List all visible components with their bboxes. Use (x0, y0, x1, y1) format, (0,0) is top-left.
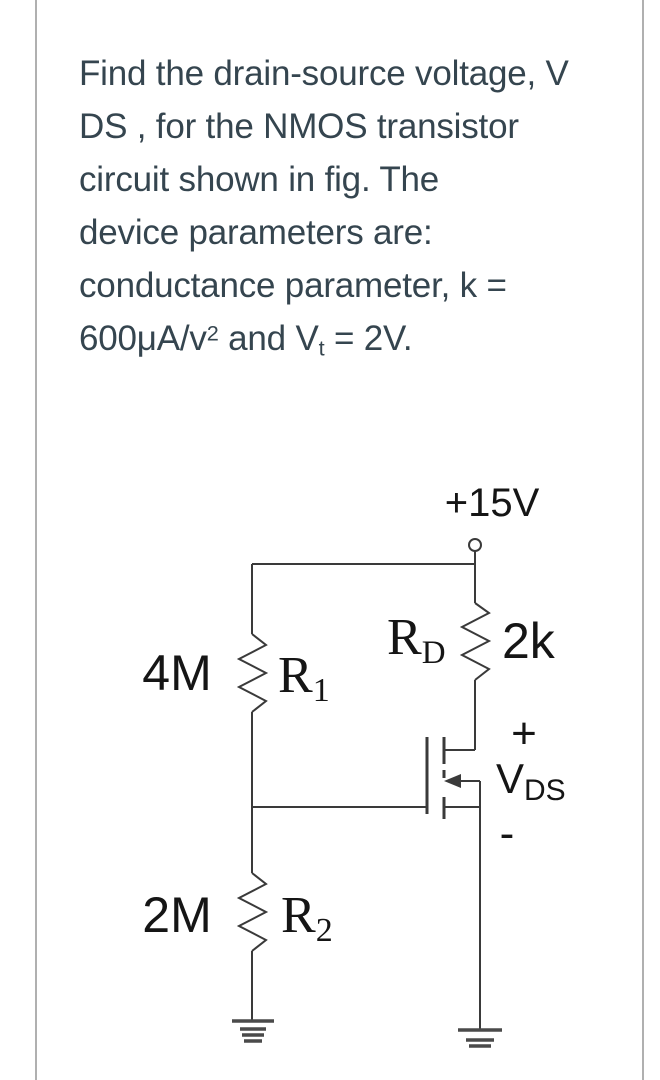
vds-plus-label: + (511, 709, 537, 758)
wires (251, 551, 481, 1030)
vds-annotation: + VDS - (496, 709, 566, 858)
nmos-transistor-icon (425, 737, 480, 819)
card-right-border (642, 0, 644, 1080)
resistor-r1: 4M R1 (142, 633, 330, 713)
question-line: Find the drain-source voltage, V (79, 47, 639, 100)
question-text: Find the drain-source voltage, V DS , for… (79, 47, 639, 365)
resistor-r1-zigzag (236, 633, 269, 713)
card-left-border (35, 0, 37, 1080)
resistor-rd-zigzag (459, 602, 492, 681)
question-segment: DS , for the NMOS transistor (79, 107, 519, 146)
supply-voltage-label: +15V (445, 481, 540, 525)
question-segment: Find the drain-source voltage, V (79, 54, 569, 93)
question-sub: t (318, 335, 325, 361)
rd-value-label: 2k (502, 613, 556, 669)
ground-left-icon (232, 1019, 274, 1043)
question-line: 600μA/v2 and Vt = 2V. (79, 312, 639, 365)
resistor-rd: RD 2k (387, 602, 556, 681)
r1-name-label: R1 (278, 647, 330, 709)
question-line: conductance parameter, k = (79, 259, 639, 312)
vds-name-label: VDS (496, 755, 566, 807)
resistor-r2: 2M R2 (142, 872, 333, 952)
rd-name-label: RD (387, 609, 446, 671)
r1-value-label: 4M (142, 645, 211, 701)
vds-minus-label: - (500, 809, 515, 858)
bulk-arrow-icon (444, 774, 461, 788)
question-sup: 2 (206, 320, 219, 346)
question-segment: = 2V. (324, 319, 413, 358)
question-segment: and V (218, 319, 319, 358)
question-segment: conductance parameter, k = (79, 266, 507, 305)
question-segment: circuit shown in fig. The (79, 160, 440, 199)
supply-terminal-icon (468, 538, 482, 552)
r2-value-label: 2M (142, 887, 211, 943)
question-line: circuit shown in fig. The (79, 153, 639, 206)
ground-right-icon (458, 1028, 502, 1048)
resistor-r2-zigzag (236, 872, 269, 952)
supply-terminal: +15V (445, 481, 540, 552)
r2-name-label: R2 (281, 887, 333, 949)
question-segment: 600μA/v (79, 319, 207, 358)
question-line: device parameters are: (79, 206, 639, 259)
question-segment: device parameters are: (79, 213, 433, 252)
question-line: DS , for the NMOS transistor (79, 100, 639, 153)
